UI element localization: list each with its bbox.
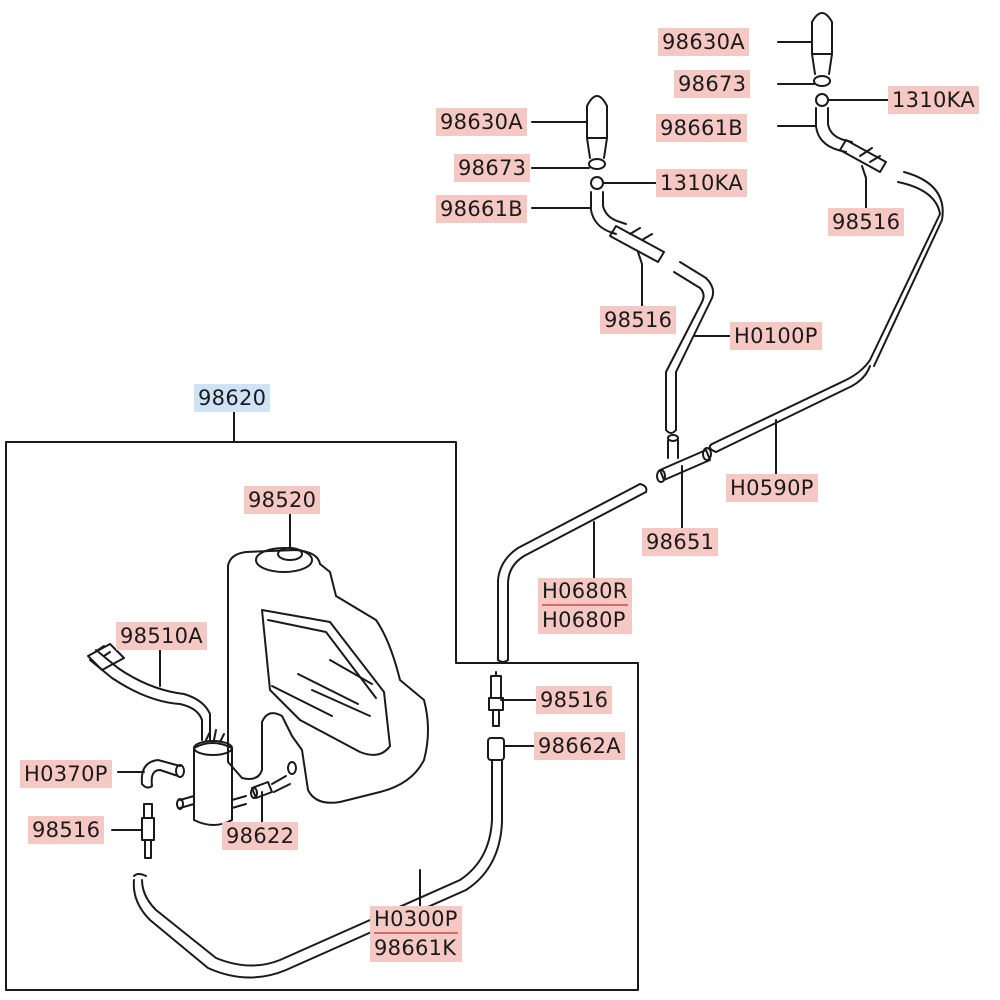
label-h0680p: H0680P	[542, 608, 626, 632]
right-clip	[815, 93, 829, 107]
label-98662a: 98662A	[534, 732, 625, 760]
connector-98516-lower-left	[141, 803, 155, 859]
label-98630a-right: 98630A	[658, 28, 749, 56]
label-1310ka-right: 1310KA	[888, 86, 980, 114]
hose-98510a	[87, 643, 211, 741]
label-98516-lower-right: 98516	[536, 686, 613, 714]
label-98620: 98620	[194, 384, 271, 412]
hose-h0370p	[140, 759, 185, 789]
right-connector-98516	[839, 139, 887, 173]
label-98516-left: 98516	[600, 306, 677, 334]
left-washer	[588, 158, 606, 170]
label-h0680-stack: H0680R H0680P	[538, 578, 632, 634]
washer-pump	[176, 729, 247, 826]
left-nozzle	[586, 95, 608, 139]
label-98516-lower-left: 98516	[28, 816, 105, 844]
assembly-bracket	[5, 441, 639, 991]
right-nozzle-assembly	[811, 12, 887, 179]
connector-98516-lower-right	[488, 671, 504, 727]
left-clip	[590, 176, 604, 190]
label-h0590p: H0590P	[726, 474, 818, 502]
hose-h0590p	[708, 171, 944, 453]
label-h0100p: H0100P	[730, 322, 822, 350]
label-98520: 98520	[244, 486, 321, 514]
label-98661b-left: 98661B	[436, 195, 528, 223]
label-98516-right: 98516	[828, 208, 905, 236]
label-98661k: 98661K	[374, 936, 457, 960]
left-nozzle-assembly	[586, 95, 665, 265]
left-connector-98516	[609, 225, 665, 263]
check-valve-98662a	[487, 737, 505, 761]
label-98622: 98622	[222, 822, 299, 850]
label-98673-right: 98673	[674, 70, 751, 98]
label-98630a-left: 98630A	[436, 108, 527, 136]
right-washer	[813, 75, 831, 87]
label-h0300p-stack: H0300P 98661K	[370, 906, 462, 962]
label-98510a: 98510A	[116, 622, 207, 650]
tee-98651	[656, 434, 712, 483]
hose-h0100p	[665, 261, 715, 434]
reservoir-tank	[227, 515, 429, 804]
grommet-98622	[250, 761, 297, 799]
hose-h0680	[497, 483, 648, 663]
left-hose-98661b	[590, 191, 617, 235]
label-98661b-right: 98661B	[656, 114, 748, 142]
right-nozzle	[811, 12, 833, 55]
label-98651: 98651	[642, 528, 719, 556]
hose-h0300p	[132, 759, 503, 979]
label-1310ka-left: 1310KA	[656, 169, 748, 197]
label-h0370p: H0370P	[20, 760, 112, 788]
leader-lines	[111, 41, 889, 909]
label-98673-left: 98673	[454, 154, 531, 182]
label-h0300p: H0300P	[374, 906, 458, 934]
label-h0680r: H0680R	[542, 578, 628, 606]
